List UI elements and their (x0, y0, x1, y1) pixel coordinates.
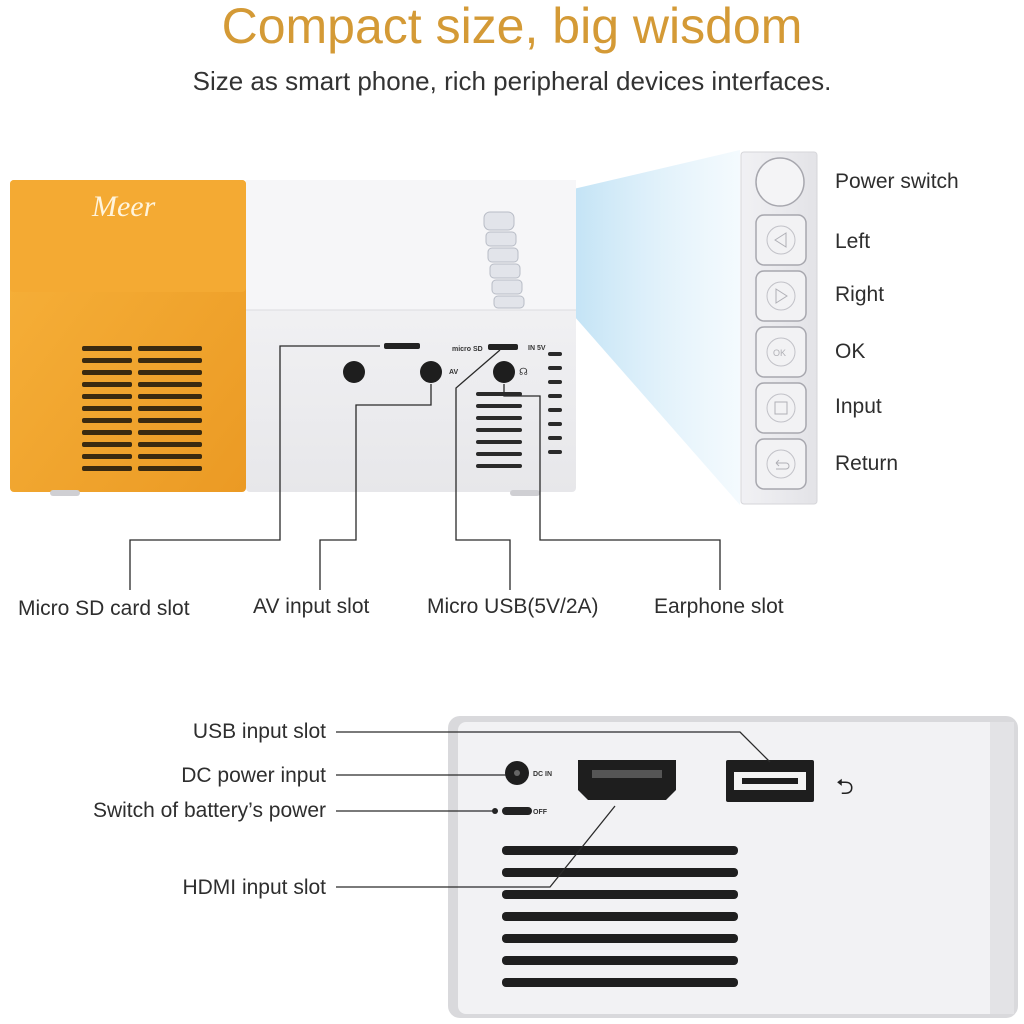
hdmi-input-label: HDMI input slot (182, 876, 326, 899)
svg-text:OFF: OFF (533, 809, 548, 816)
ok-button-label: OK (835, 340, 866, 363)
leader-lines-side (129, 345, 721, 590)
button-panel: OK (740, 151, 818, 505)
leader-lines-back (336, 731, 771, 888)
av-jack-icon (420, 361, 442, 383)
usb-input-label: USB input slot (192, 720, 326, 743)
micro-sd-label: Micro SD card slot (18, 597, 190, 620)
hdmi-port-icon (578, 760, 676, 800)
micro-usb-port-icon (488, 344, 518, 350)
earphone-jack-icon (493, 361, 515, 383)
svg-text:IN 5V: IN 5V (528, 345, 546, 352)
return-button-label: Return (835, 452, 899, 475)
ok-icon: OK (773, 348, 786, 358)
svg-text:AV: AV (449, 369, 459, 376)
headphone-icon: ☊ (519, 367, 528, 378)
power-switch-label: Power switch (835, 170, 959, 193)
projector-back-view: DC IN OFF ⮌ (448, 716, 1018, 1018)
micro-usb-label: Micro USB(5V/2A) (427, 595, 599, 618)
svg-text:DC IN: DC IN (533, 771, 552, 778)
av-input-label: AV input slot (253, 595, 370, 618)
right-button-label: Right (835, 283, 885, 306)
av-jack-icon (343, 361, 365, 383)
return-icon (775, 459, 790, 470)
triangle-left-icon (774, 232, 787, 248)
battery-switch-icon (502, 807, 532, 815)
page-subtitle: Size as smart phone, rich peripheral dev… (192, 66, 832, 96)
left-button-label: Left (835, 230, 871, 253)
power-button (755, 157, 805, 207)
projector-front-view: Meer micro SD IN 5V AV ☊ (10, 180, 576, 496)
input-icon (774, 401, 788, 415)
micro-sd-slot-icon (384, 343, 420, 349)
brand-logo: Meer (91, 190, 156, 223)
dc-power-label: DC power input (181, 764, 326, 787)
vent-icon (82, 346, 202, 471)
battery-switch-label: Switch of battery’s power (92, 799, 326, 822)
page-title: Compact size, big wisdom (221, 0, 803, 54)
input-button-label: Input (835, 395, 882, 418)
top-buttons-icon (483, 211, 525, 309)
svg-text:micro SD: micro SD (452, 346, 483, 353)
earphone-label: Earphone slot (654, 595, 784, 618)
usb-symbol-icon: ⮌ (836, 774, 854, 799)
triangle-right-icon (775, 288, 788, 304)
